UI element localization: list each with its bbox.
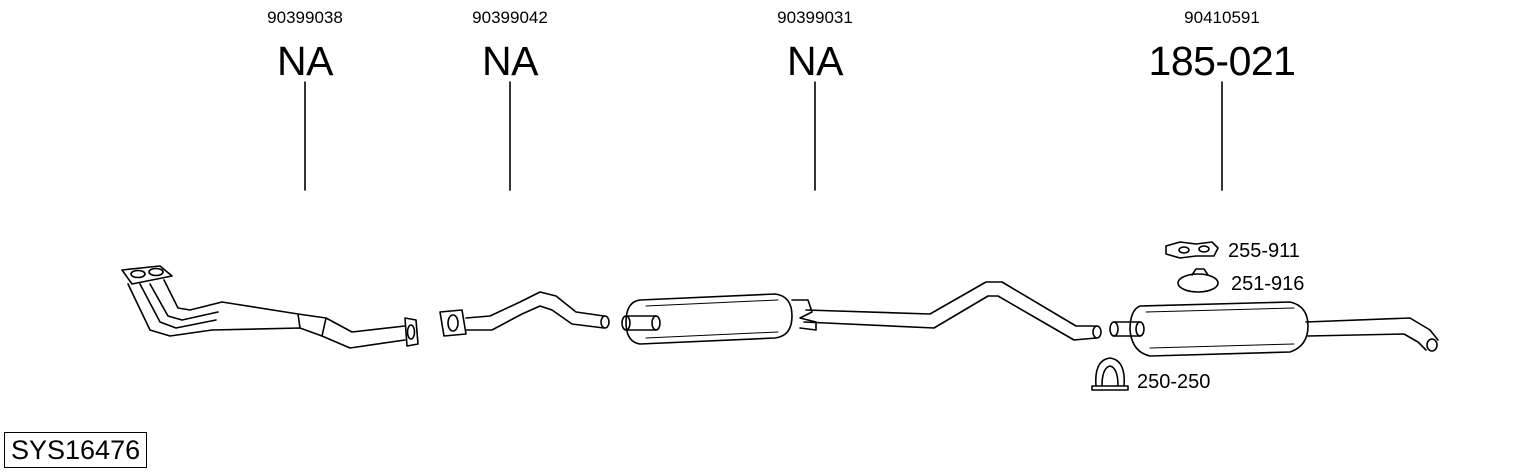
- centre-muffler-drawing: [621, 281, 1102, 345]
- oe-number-4: 90410591: [1184, 8, 1260, 27]
- accessory-label-251-916[interactable]: 251-916: [1231, 273, 1305, 295]
- oe-number-1: 90399038: [267, 8, 343, 27]
- part-number-2[interactable]: NA: [482, 38, 538, 84]
- intermediate-pipe-drawing: [439, 291, 610, 337]
- clamp-icon-251: [1177, 268, 1219, 293]
- oe-number-2: 90399042: [472, 8, 548, 27]
- part-number-1[interactable]: NA: [277, 38, 333, 84]
- oe-number-3: 90399031: [777, 8, 853, 27]
- accessory-label-250-250[interactable]: 250-250: [1137, 371, 1211, 393]
- front-pipe-drawing: [121, 265, 419, 349]
- part-number-3[interactable]: NA: [787, 38, 843, 84]
- part-number-4[interactable]: 185-021: [1148, 38, 1296, 84]
- rubber-mount-icon: [1165, 241, 1219, 259]
- clamp-icon-250: [1091, 357, 1129, 391]
- rear-muffler-drawing: [1109, 301, 1439, 357]
- system-id-label: SYS16476: [4, 432, 148, 468]
- accessory-label-255-911[interactable]: 255-911: [1228, 240, 1300, 262]
